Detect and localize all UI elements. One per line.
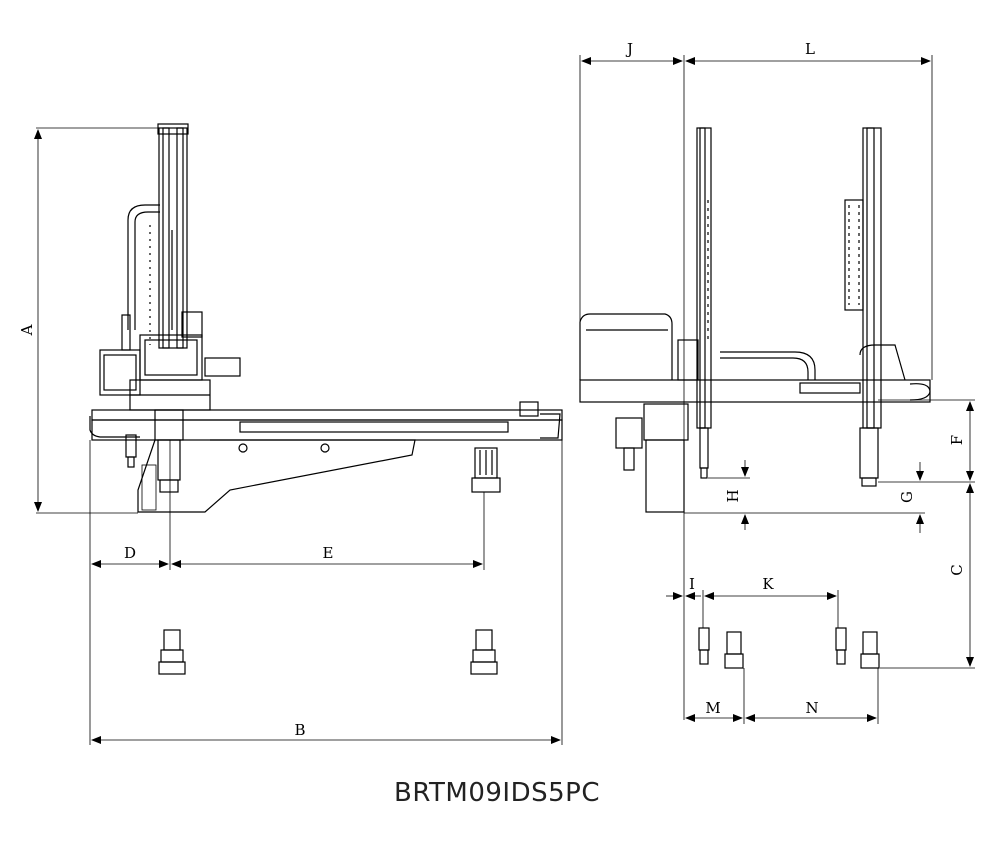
horizontal-beam (89, 401, 563, 441)
dim-label-h: H (724, 489, 742, 502)
dimension-labels: A D E B J L F G C H I K M N (18, 40, 966, 739)
vertical-gripper (125, 409, 184, 493)
lower-gripper-left (158, 629, 186, 675)
side-column-right (844, 127, 882, 487)
dim-label-k: K (762, 575, 774, 593)
dim-label-a: A (18, 324, 36, 336)
front-view (89, 123, 563, 675)
dim-label-f: F (948, 435, 966, 445)
side-lower-post (615, 403, 689, 513)
dim-label-g: G (898, 491, 916, 503)
front-view-dimensions (34, 127, 563, 745)
dim-label-m: M (705, 699, 720, 717)
side-lower-grippers (698, 627, 880, 669)
side-view-dimensions (579, 55, 975, 724)
right-gripper (471, 447, 501, 493)
vertical-arm (127, 123, 189, 349)
side-view (579, 127, 931, 669)
dim-label-n: N (805, 699, 818, 717)
traverse-carriage (99, 311, 241, 411)
base-bracket (137, 439, 416, 513)
dim-label-e: E (323, 544, 334, 562)
lower-gripper-right (470, 629, 498, 675)
dim-label-c: C (948, 564, 966, 575)
side-housing (579, 313, 931, 403)
dim-label-b: B (294, 721, 305, 739)
dim-label-d: D (124, 544, 136, 562)
dim-label-j: J (625, 40, 633, 58)
dim-label-i: I (689, 575, 695, 593)
model-code: BRTM09IDS5PC (394, 778, 600, 808)
side-column-left (696, 127, 712, 479)
dim-label-l: L (805, 40, 815, 58)
